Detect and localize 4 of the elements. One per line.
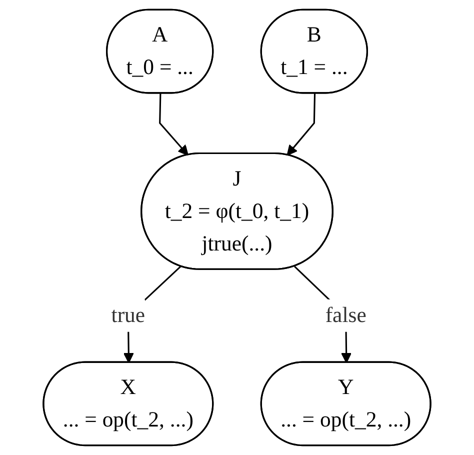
edge-label: false: [325, 302, 366, 328]
arrow: [159, 94, 188, 156]
arrow: [286, 94, 316, 156]
edge-label: true: [111, 302, 146, 328]
